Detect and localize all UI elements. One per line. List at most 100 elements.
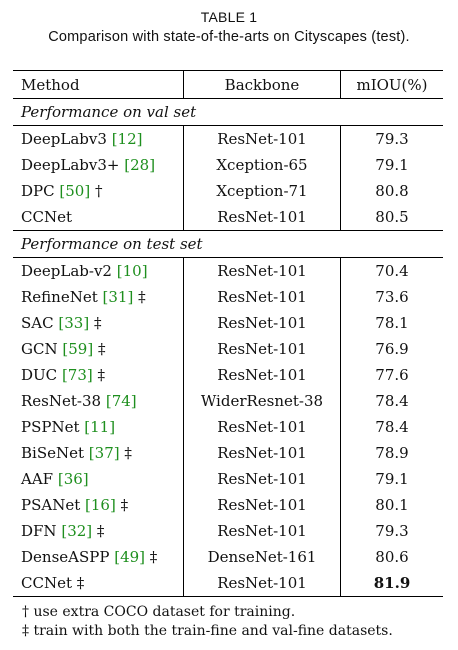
backbone-cell: ResNet-101 — [183, 492, 341, 518]
table-caption: Comparison with state-of-the-arts on Cit… — [48, 29, 410, 45]
header-row: Method Backbone mIOU(%) — [13, 70, 443, 99]
miou-cell: 78.9 — [375, 444, 409, 462]
backbone-cell: Xception-71 — [183, 178, 341, 204]
backbone-cell: ResNet-101 — [183, 362, 341, 388]
header-method: Method — [13, 70, 184, 99]
miou-cell: 78.4 — [375, 392, 409, 410]
table-row: CCNet ResNet-101 80.5 — [13, 204, 443, 231]
citation-link[interactable]: [16] — [85, 496, 116, 514]
method-name: GCN — [21, 340, 58, 358]
miou-cell: 78.4 — [375, 418, 409, 436]
citation-link[interactable]: [10] — [116, 262, 148, 280]
backbone-cell: ResNet-101 — [183, 440, 341, 466]
backbone-cell: ResNet-101 — [183, 336, 341, 362]
footnote-double-dagger: ‡ train with both the train-fine and val… — [22, 623, 393, 639]
miou-cell: 79.1 — [375, 470, 409, 488]
method-cell: RefineNet [31] ‡ — [13, 284, 184, 310]
method-cell: GCN [59] ‡ — [13, 336, 184, 362]
method-name: CCNet — [21, 208, 72, 226]
miou-cell: 80.5 — [375, 208, 409, 226]
footnote-mark: ‡ — [76, 574, 85, 592]
miou-cell: 77.6 — [375, 366, 409, 384]
method-name: RefineNet — [21, 288, 98, 306]
comparison-table: Method Backbone mIOU(%) Performance on v… — [13, 70, 443, 597]
method-name: DeepLab-v2 — [21, 262, 112, 280]
method-name: DenseASPP — [21, 548, 110, 566]
miou-cell: 79.3 — [375, 130, 409, 148]
footnote-mark: ‡ — [97, 340, 106, 358]
backbone-cell: DenseNet-161 — [183, 544, 341, 570]
footnote-mark: ‡ — [93, 314, 102, 332]
miou-cell: 79.3 — [375, 522, 409, 540]
method-cell: DUC [73] ‡ — [13, 362, 184, 388]
section-header-row: Performance on val set — [13, 98, 443, 126]
method-name: ResNet-38 — [21, 392, 102, 410]
method-cell: DenseASPP [49] ‡ — [13, 544, 184, 570]
backbone-cell: ResNet-101 — [183, 414, 341, 440]
method-cell: DeepLab-v2 [10] — [13, 257, 184, 284]
backbone-cell: ResNet-101 — [183, 257, 341, 284]
table-row: SAC [33] ‡ ResNet-101 78.1 — [13, 310, 443, 336]
table-row: PSPNet [11] ResNet-101 78.4 — [13, 414, 443, 440]
backbone-cell: Xception-65 — [183, 152, 341, 178]
citation-link[interactable]: [59] — [62, 340, 94, 358]
backbone-cell: ResNet-101 — [183, 310, 341, 336]
miou-cell: 73.6 — [375, 288, 409, 306]
citation-link[interactable]: [31] — [102, 288, 134, 306]
citation-link[interactable]: [49] — [114, 548, 146, 566]
citation-link[interactable]: [73] — [61, 366, 93, 384]
citation-link[interactable]: [36] — [57, 470, 89, 488]
method-cell: DeepLabv3 [12] — [13, 125, 184, 152]
miou-cell: 78.1 — [375, 314, 409, 332]
table-row: AAF [36]ResNet-101 79.1 — [13, 466, 443, 492]
table-row: DUC [73] ‡ResNet-101 77.6 — [13, 362, 443, 388]
table-row: DeepLabv3+ [28] Xception-65 79.1 — [13, 152, 443, 178]
method-name: DeepLabv3+ — [21, 156, 120, 174]
footnote-mark: ‡ — [120, 496, 129, 514]
method-name: BiSeNet — [21, 444, 85, 462]
backbone-cell: ResNet-101 — [183, 284, 341, 310]
table-row: PSANet [16] ‡ResNet-101 80.1 — [13, 492, 443, 518]
footnote-mark: ‡ — [149, 548, 158, 566]
backbone-cell: ResNet-101 — [183, 204, 341, 231]
section-header-row: Performance on test set — [13, 230, 443, 258]
table-row: BiSeNet [37] ‡ResNet-101 78.9 — [13, 440, 443, 466]
citation-link[interactable]: [32] — [61, 522, 93, 540]
citation-link[interactable]: [50] — [59, 182, 91, 200]
method-name: DeepLabv3 — [21, 130, 107, 148]
miou-cell: 80.8 — [375, 182, 409, 200]
footnote-dagger: † use extra COCO dataset for training. — [22, 604, 296, 620]
footnotes: † use extra COCO dataset for training. ‡… — [22, 603, 393, 641]
miou-cell: 80.1 — [375, 496, 409, 514]
section-title: Performance on val set — [13, 98, 443, 126]
miou-cell: 76.9 — [375, 340, 409, 358]
method-cell: BiSeNet [37] ‡ — [13, 440, 184, 466]
method-name: SAC — [21, 314, 54, 332]
miou-cell: 79.1 — [375, 156, 409, 174]
miou-cell: 81.9 — [340, 570, 443, 597]
footnote-mark: ‡ — [138, 288, 146, 306]
citation-link[interactable]: [74] — [105, 392, 137, 410]
miou-cell: 80.6 — [375, 548, 409, 566]
miou-cell: 70.4 — [375, 262, 409, 280]
method-cell: AAF [36] — [13, 466, 184, 492]
citation-link[interactable]: [33] — [58, 314, 90, 332]
backbone-cell: ResNet-101 — [183, 125, 341, 152]
method-name: PSPNet — [21, 418, 80, 436]
citation-link[interactable]: [11] — [84, 418, 116, 436]
backbone-cell: ResNet-101 — [183, 466, 341, 492]
citation-link[interactable]: [12] — [111, 130, 143, 148]
citation-link[interactable]: [37] — [88, 444, 120, 462]
method-name: DUC — [21, 366, 58, 384]
method-cell: PSANet [16] ‡ — [13, 492, 184, 518]
citation-link[interactable]: [28] — [124, 156, 156, 174]
header-backbone: Backbone — [183, 70, 341, 99]
method-cell: CCNet ‡ — [13, 570, 184, 597]
method-cell: DPC [50] † — [13, 178, 184, 204]
method-cell: ResNet-38 [74] — [13, 388, 184, 414]
